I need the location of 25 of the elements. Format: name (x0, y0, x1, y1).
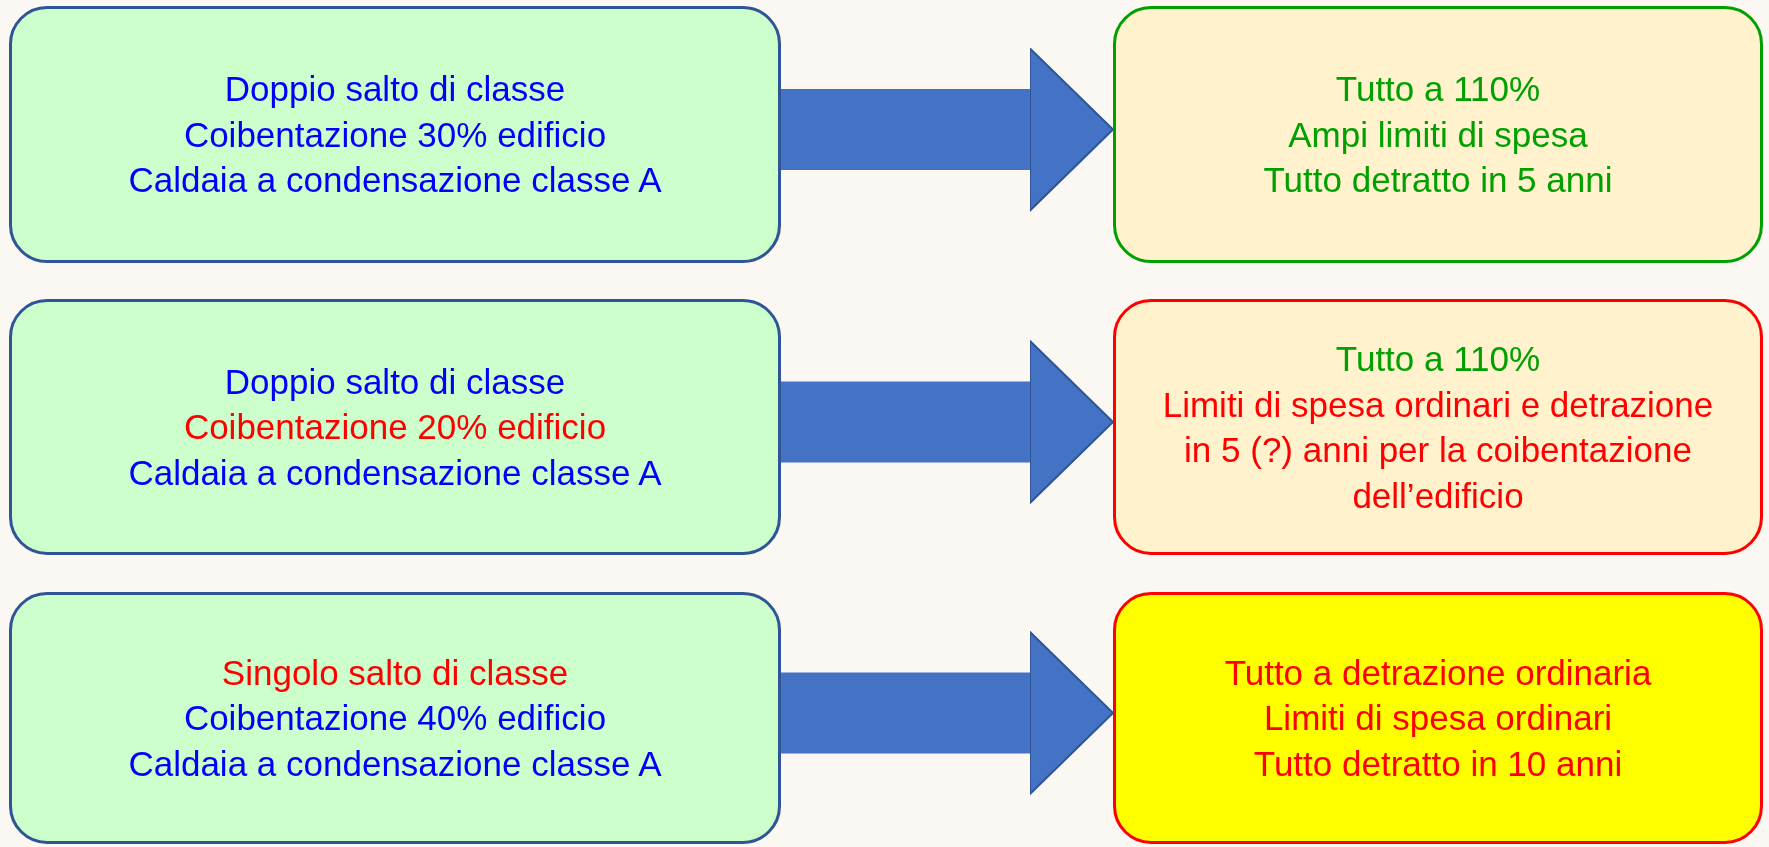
box-text: Coibentazione 20% edificio (183, 406, 607, 449)
box-text: Coibentazione 30% edificio (183, 113, 607, 156)
box-text: Caldaia a condensazione classe A (128, 742, 662, 785)
box-text: Limiti di spesa ordinari (1263, 697, 1613, 740)
box-text: Caldaia a condensazione classe A (128, 159, 662, 202)
rounded-box (1113, 592, 1763, 844)
rounded-box (1113, 299, 1763, 555)
box-text: Coibentazione 40% edificio (183, 697, 607, 740)
box-text: Ampi limiti di spesa (1288, 113, 1588, 156)
box-text: Limiti di spesa ordinari e detrazione in 5 (?) anni per la coibentazione dell’edificio (1161, 383, 1715, 517)
box-text: Singolo salto di classe (221, 651, 569, 694)
rounded-box (9, 6, 781, 263)
rounded-box (1113, 6, 1763, 263)
block-arrow (781, 631, 1114, 795)
box-text: Tutto a 110% (1335, 338, 1541, 380)
box-text: Tutto detratto in 5 anni (1263, 159, 1613, 202)
rounded-box (9, 299, 781, 555)
box-text: Doppio salto di classe (224, 360, 566, 403)
block-arrow (781, 47, 1114, 212)
box-text: Caldaia a condensazione classe A (128, 451, 662, 494)
box-text: Tutto a 110% (1335, 68, 1541, 111)
box-text: Tutto a detrazione ordinaria (1224, 651, 1652, 694)
box-text: Tutto detratto in 10 anni (1253, 742, 1623, 785)
box-text: Doppio salto di classe (224, 68, 566, 111)
rounded-box (9, 592, 781, 844)
